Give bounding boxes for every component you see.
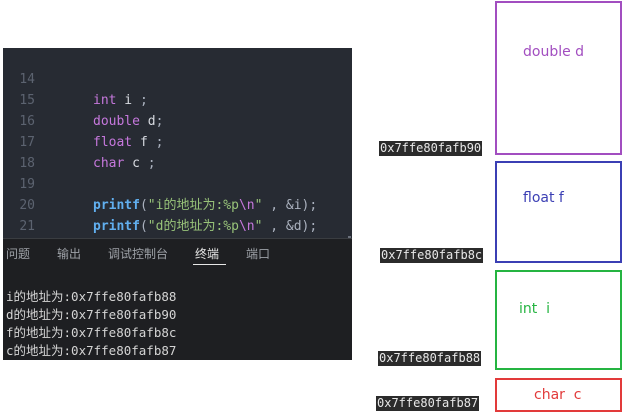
terminal-output-line: c的地址为:0x7ffe80fafb87 [6, 343, 177, 358]
address-label: 0x7ffe80fafb90 [379, 141, 483, 156]
code-token: \n [238, 219, 255, 234]
code-token: printf [93, 219, 140, 234]
memory-box-float: float f [495, 161, 622, 263]
code-token: , &d); [262, 219, 318, 234]
tab-terminal[interactable]: 终端 [195, 247, 220, 261]
code-token: c [124, 156, 148, 171]
memory-box-label: char c [534, 387, 582, 403]
tab-ports[interactable]: 端口 [246, 247, 271, 261]
active-tab-indicator [193, 264, 226, 265]
terminal-output-line: f的地址为:0x7ffe80fafb8c [6, 325, 177, 340]
memory-box-label: int i [519, 301, 551, 317]
code-line: 18 [3, 132, 352, 171]
line-number: 16 [19, 114, 35, 129]
code-editor[interactable]: 14 int i ; 15 double d; 16 float f ; 17 … [3, 48, 352, 238]
memory-box-double: double d [495, 1, 622, 155]
code-line: 14 int i ; [3, 48, 352, 108]
code-token: " [254, 219, 263, 234]
code-token: "d的地址为:%p [147, 219, 239, 234]
tab-output[interactable]: 输出 [57, 247, 82, 261]
terminal-output-line: d的地址为:0x7ffe80fafb90 [6, 307, 177, 322]
code-token: printf [93, 198, 140, 213]
memory-box-label: float f [523, 190, 564, 206]
code-token: ; [155, 114, 164, 129]
code-line: 19 printf("i的地址为:%p\n" , &i); [3, 153, 352, 213]
address-label: 0x7ffe80fafb87 [376, 396, 480, 411]
line-number: 18 [19, 156, 35, 171]
code-line: 17 char c ; [3, 111, 352, 171]
code-token: int [93, 93, 117, 108]
tab-problems[interactable]: 问题 [6, 247, 31, 261]
bottom-panel: 问题 输出 调试控制台 终端 端口 i的地址为:0x7ffe80fafb88 d… [3, 238, 352, 360]
code-text: char c ; [93, 153, 156, 174]
code-token: ; [147, 156, 156, 171]
code-text: float f ; [93, 132, 163, 153]
code-token: double [93, 114, 140, 129]
memory-box-char: char c [495, 378, 622, 412]
code-line: 15 double d; [3, 69, 352, 129]
code-token: f [132, 135, 156, 150]
code-token: float [93, 135, 133, 150]
code-token: \n [238, 198, 255, 213]
code-token: i [116, 93, 140, 108]
line-number: 14 [19, 72, 35, 87]
code-line: 21 printf("f的地址为:%p\n" , &f); [3, 195, 352, 234]
code-line: 16 float f ; [3, 90, 352, 150]
editor-scrollbar[interactable] [348, 236, 351, 238]
code-text: double d; [93, 111, 163, 132]
code-token: ; [139, 93, 148, 108]
code-line: 20 printf("d的地址为:%p\n" , &d); [3, 174, 352, 234]
code-token: ( [139, 219, 148, 234]
code-token: , &i); [262, 198, 318, 213]
memory-box-int: int i [495, 270, 622, 370]
memory-box-label: double d [523, 44, 585, 60]
address-label: 0x7ffe80fafb8c [380, 248, 484, 263]
code-token: ; [155, 135, 164, 150]
code-token: " [254, 198, 263, 213]
code-token: ( [139, 198, 148, 213]
line-number: 21 [19, 219, 35, 234]
address-label: 0x7ffe80fafb88 [378, 351, 482, 366]
code-token: char [93, 156, 125, 171]
line-number: 20 [19, 198, 35, 213]
code-text: int i ; [93, 90, 148, 111]
code-line: 22 printf("c的地址为:%p\n" , &c); [3, 216, 352, 237]
code-token: d [139, 114, 156, 129]
code-token: "i的地址为:%p [147, 198, 239, 213]
line-number: 17 [19, 135, 35, 150]
terminal-output-line: i的地址为:0x7ffe80fafb88 [6, 289, 177, 304]
code-text: printf("d的地址为:%p\n" , &d); [93, 216, 317, 237]
tab-debug-console[interactable]: 调试控制台 [108, 247, 169, 261]
line-number: 19 [19, 177, 35, 192]
line-number: 15 [19, 93, 35, 108]
code-text: printf("i的地址为:%p\n" , &i); [93, 195, 317, 216]
